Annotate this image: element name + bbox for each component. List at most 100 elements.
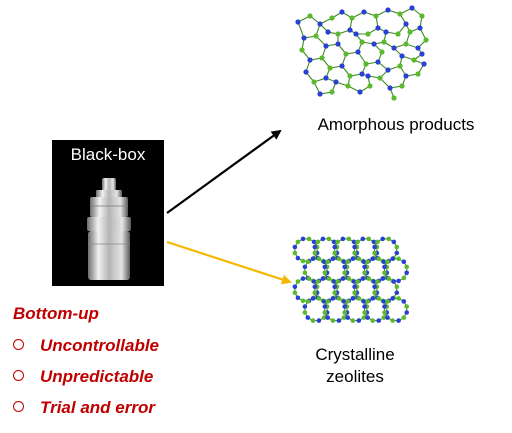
zeolite-atom <box>365 299 370 304</box>
zeolite-atom <box>292 290 298 295</box>
zeolite-atom <box>361 299 367 304</box>
zeolite-atom <box>390 296 395 301</box>
zeolite-atom <box>355 279 360 284</box>
zeolite-atom <box>360 236 366 242</box>
zeolite-atom <box>404 304 409 309</box>
zeolite-atom <box>326 276 332 281</box>
zeolite-atom <box>382 264 387 270</box>
zeolite-atom <box>380 236 385 242</box>
zeolite-atom <box>375 239 380 245</box>
zeolite-atom <box>381 259 387 264</box>
zeolite-atom <box>391 279 397 284</box>
zeolite-atom <box>342 310 347 315</box>
zeolite-atom <box>292 244 298 250</box>
zeolite-atom <box>345 315 350 320</box>
zeolite-atom <box>321 315 327 320</box>
zeolite-atom <box>306 276 312 281</box>
zeolite-atom <box>352 250 357 256</box>
zeolite-atom <box>342 270 347 276</box>
zeolite-atom <box>370 296 375 301</box>
zeolite-atom <box>322 270 328 276</box>
zeolite-atom <box>322 310 328 315</box>
zeolite-atom <box>335 239 340 245</box>
zeolite-atom <box>362 304 367 309</box>
bullet-icon <box>13 370 24 381</box>
zeolite-atom <box>310 256 316 261</box>
zeolite-atom <box>391 239 397 245</box>
zeolite-atom <box>396 278 401 284</box>
zeolite-atom <box>356 296 362 301</box>
zeolite-atom <box>341 299 347 304</box>
zeolite-atom <box>292 250 298 256</box>
zeolite-atom <box>362 310 367 315</box>
zeolite-atom <box>325 315 330 320</box>
zeolite-atom <box>342 304 347 309</box>
zeolite-atom <box>295 255 301 261</box>
zeolite-atom <box>331 239 337 245</box>
black-box-panel: Black-box <box>52 140 164 286</box>
zeolite-atom <box>332 244 337 250</box>
amorphous-products-label: Amorphous products <box>317 115 475 134</box>
zeolite-atom <box>310 318 316 323</box>
method-item: Uncontrollable <box>13 336 159 367</box>
zeolite-atom <box>394 250 400 256</box>
zeolite-atom <box>351 279 357 284</box>
zeolite-atom <box>342 264 347 270</box>
zeolite-atom <box>320 236 326 242</box>
zeolite-atom <box>401 259 407 264</box>
zeolite-atom <box>292 284 298 289</box>
zeolite-atom <box>302 304 308 309</box>
zeolite-atom <box>351 239 357 245</box>
zeolite-atom <box>312 290 318 295</box>
zeolite-atom <box>401 315 407 320</box>
zeolite-atom <box>302 270 308 276</box>
crystal-network-icon <box>292 236 409 323</box>
zeolite-atom <box>325 259 330 264</box>
zeolite-atom <box>404 310 409 315</box>
zeolite-atom <box>345 259 350 264</box>
zeolite-atom <box>335 279 340 284</box>
zeolite-atom <box>401 299 407 304</box>
zeolite-atom <box>295 279 301 284</box>
zeolite-atom <box>320 276 326 281</box>
zeolite-atom <box>312 284 318 289</box>
zeolite-atom <box>356 318 362 323</box>
zeolite-atom <box>394 244 400 250</box>
zeolite-atom <box>336 256 342 261</box>
zeolite-atom <box>346 236 352 242</box>
zeolite-atom <box>370 256 375 261</box>
zeolite-atom <box>390 256 395 261</box>
zeolite-atom <box>375 279 380 284</box>
zeolite-atom <box>332 284 337 289</box>
zeolite-atom <box>394 290 400 295</box>
zeolite-atom <box>382 304 387 309</box>
zeolite-atom <box>352 284 357 289</box>
zeolite-atom <box>372 250 377 256</box>
zeolite-atom <box>350 296 356 301</box>
zeolite-atom <box>362 270 367 276</box>
zeolite-atom <box>325 299 330 304</box>
zeolite-atom <box>396 256 401 261</box>
zeolite-atom <box>350 318 356 323</box>
zeolite-atom <box>345 299 350 304</box>
zeolite-atom <box>385 315 390 320</box>
zeolite-atom <box>372 290 377 295</box>
method-item: Unpredictable <box>13 367 159 398</box>
zeolite-atom <box>322 264 328 270</box>
zeolite-atom <box>300 298 306 304</box>
arrow-to-amorphous <box>166 129 282 214</box>
zeolite-atom <box>352 244 357 250</box>
arrow-to-crystalline <box>166 240 292 285</box>
zeolite-atom <box>310 296 316 301</box>
zeolite-atom <box>371 239 377 245</box>
zeolite-atom <box>350 256 356 261</box>
method-item: Trial and error <box>13 398 159 429</box>
zeolite-atom <box>330 296 336 301</box>
zeolite-atom <box>366 276 371 281</box>
zeolite-atom <box>321 299 327 304</box>
zeolite-atom <box>330 256 336 261</box>
zeolite-atom <box>295 295 301 301</box>
zeolite-atom <box>385 299 390 304</box>
zeolite-atom <box>396 296 401 301</box>
